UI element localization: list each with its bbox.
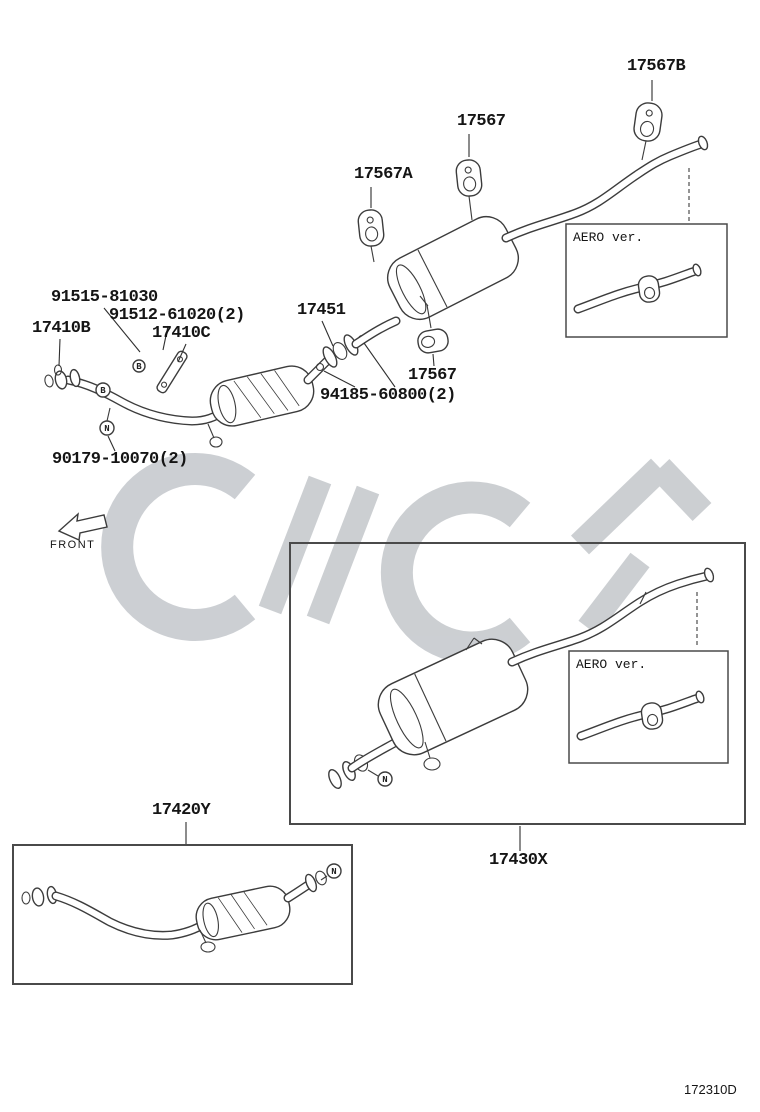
- circled-letter-b2: B: [132, 359, 146, 373]
- rear-section-art: N: [328, 567, 715, 790]
- front-label: FRONT: [50, 539, 96, 551]
- front-flange: [54, 370, 68, 390]
- front-nut: [44, 374, 54, 388]
- hanger-17567B: [633, 102, 663, 142]
- aero-ver-label-bottom: AERO ver.: [576, 657, 647, 672]
- callout-17410B[interactable]: 17410B: [32, 319, 91, 338]
- muffler-rear: [377, 638, 529, 756]
- circled-letter-n3: N: [320, 863, 342, 881]
- callout-17430X[interactable]: 17430X: [489, 851, 548, 870]
- muffler: [386, 215, 520, 321]
- callout-17567B[interactable]: 17567B: [627, 57, 686, 76]
- svg-text:B: B: [100, 386, 106, 396]
- gasket-17410B: [53, 364, 63, 376]
- hanger-17567-top: [455, 159, 483, 197]
- catalytic-converter: [209, 365, 315, 427]
- box-aero-bottom: [568, 650, 729, 764]
- callout-94185-60800[interactable]: 94185-60800(2): [320, 386, 456, 405]
- bracket-17410C: [156, 350, 188, 394]
- svg-text:N: N: [382, 775, 387, 785]
- hanger-17567-mid: [417, 328, 449, 354]
- aero-ver-label-top: AERO ver.: [573, 230, 644, 245]
- front-arrow: [57, 512, 108, 542]
- main-exhaust-assembly: B B N: [44, 102, 709, 448]
- hanger-17567A: [357, 209, 385, 247]
- front-section-art: N: [21, 863, 342, 953]
- catalytic-converter-box: [195, 885, 291, 941]
- doc-id: 172310D: [684, 1082, 737, 1097]
- callout-17567-mid[interactable]: 17567: [408, 366, 457, 385]
- callout-90179-10070[interactable]: 90179-10070(2): [52, 450, 188, 469]
- callout-17567A[interactable]: 17567A: [354, 165, 413, 184]
- box-17430X: [289, 542, 746, 825]
- box-17420Y: [12, 844, 353, 985]
- circled-letter-b1: B: [95, 382, 111, 398]
- aero-bottom-art: [576, 690, 705, 741]
- callout-91515-81030[interactable]: 91515-81030: [51, 288, 158, 307]
- bolt-94185-a: [315, 362, 325, 372]
- box-aero-top: [565, 223, 728, 338]
- svg-text:N: N: [331, 867, 336, 877]
- svg-text:B: B: [136, 362, 142, 372]
- circled-letter-n2: N: [367, 769, 393, 787]
- circled-letter-n1: N: [99, 407, 115, 436]
- callout-91512-61020[interactable]: 91512-61020(2): [109, 306, 245, 325]
- callout-17567-top[interactable]: 17567: [457, 112, 506, 131]
- callout-17451[interactable]: 17451: [297, 301, 346, 320]
- aero-top-art: [573, 263, 702, 314]
- front-gasket: [69, 368, 81, 388]
- leader-lines: [58, 80, 653, 851]
- svg-text:N: N: [104, 424, 109, 434]
- callout-17420Y[interactable]: 17420Y: [152, 801, 211, 820]
- tailpipe-tip: [697, 135, 709, 151]
- callout-17410C[interactable]: 17410C: [152, 324, 211, 343]
- pipe-joint: [315, 334, 367, 372]
- gasket-17451: [332, 342, 348, 360]
